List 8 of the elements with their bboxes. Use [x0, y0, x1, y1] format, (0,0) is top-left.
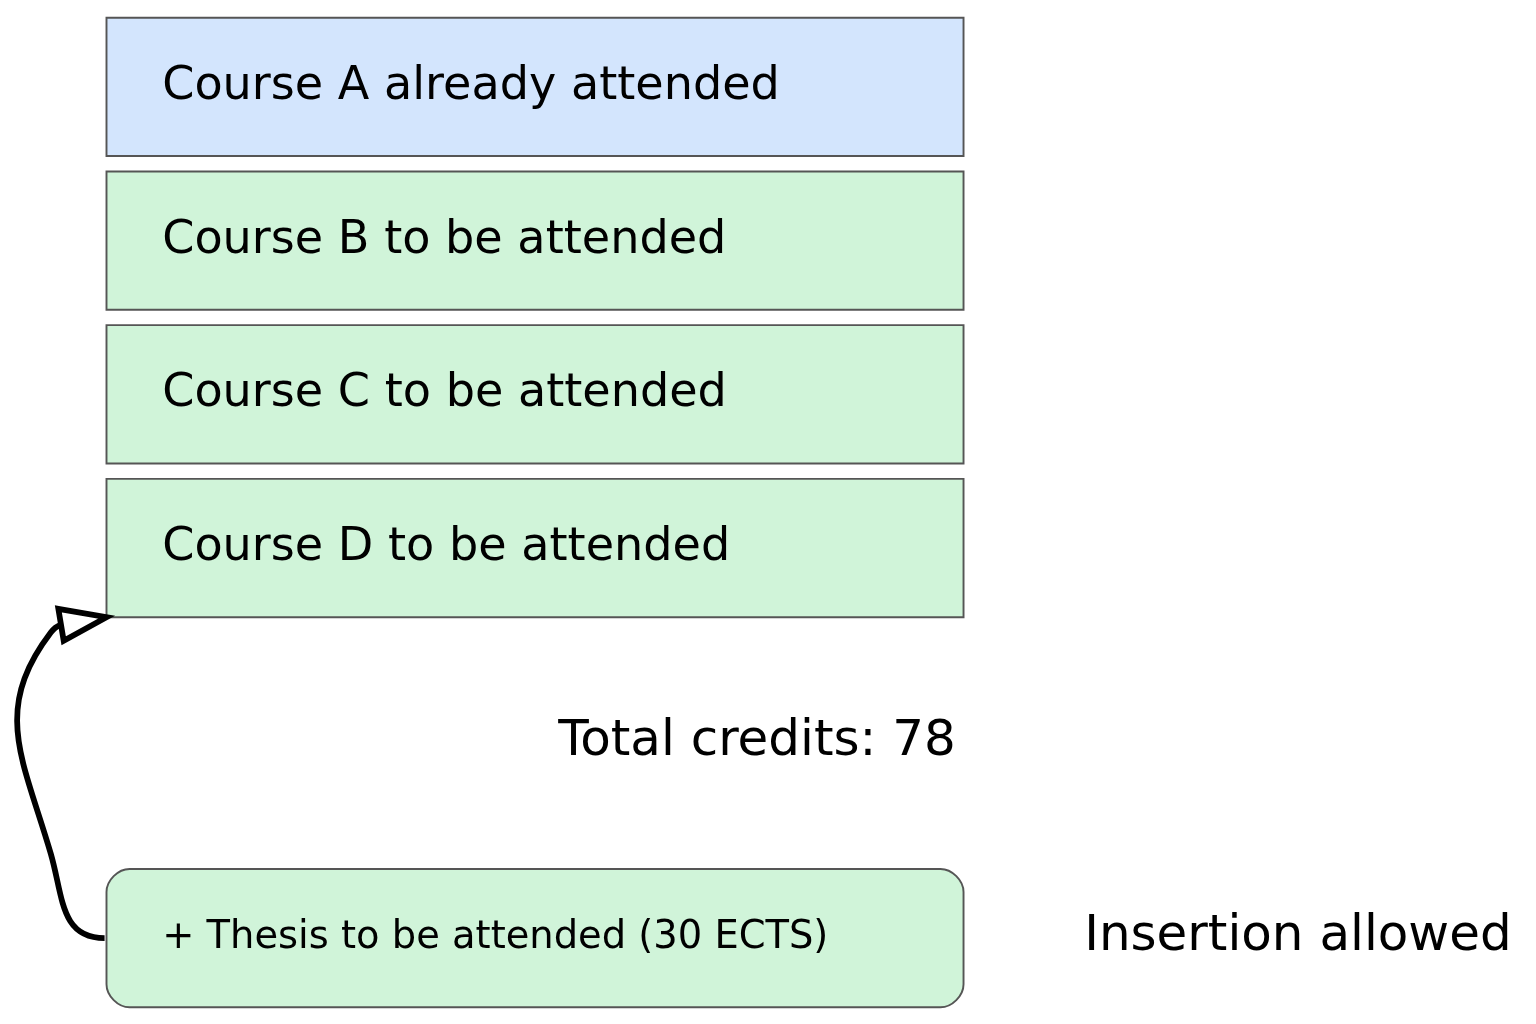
node-box: Course B to be attended	[105, 169, 965, 311]
label: Total credits: 78	[558, 708, 956, 767]
node-box: Course A already attended	[105, 16, 965, 157]
arrow	[14, 604, 116, 941]
node-box: Course D to be attended	[105, 477, 965, 618]
node-box: + Thesis to be attended (30 ECTS)	[105, 867, 965, 1008]
label: Insertion allowed	[1084, 903, 1512, 962]
node-box: Course C to be attended	[105, 323, 965, 464]
